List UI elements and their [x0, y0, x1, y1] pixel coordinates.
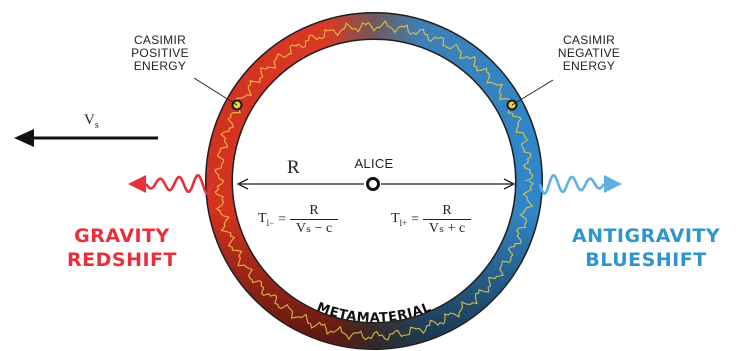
formula-right: Tl+ = R Vₛ + c: [391, 203, 472, 236]
casimir-positive-label: CASIMIR POSITIVE ENERGY: [120, 34, 200, 73]
formula-left-denominator: Vₛ − c: [295, 221, 333, 236]
antigravity-line-2: BLUESHIFT: [585, 249, 707, 271]
alice-label: ALICE: [354, 156, 394, 171]
gravity-line-2: REDSHIFT: [67, 249, 177, 271]
casimir-positive-line-1: CASIMIR: [133, 33, 187, 47]
formula-right-fraction: R Vₛ + c: [423, 203, 472, 236]
formula-left-equals: =: [278, 211, 287, 227]
metamaterial-ring: [205, 12, 543, 350]
casimir-negative-line-3: ENERGY: [562, 59, 616, 73]
velocity-arrow: [14, 129, 158, 147]
velocity-label: Vs: [84, 112, 99, 131]
gravity-redshift-label: GRAVITY REDSHIFT: [32, 224, 212, 272]
blueshift-wave: [538, 174, 622, 195]
formula-left-lhs: Tl−: [258, 211, 275, 228]
formula-left-numerator: R: [309, 203, 319, 218]
casimir-negative-line-2: NEGATIVE: [557, 46, 621, 60]
casimir-positive-line-2: POSITIVE: [131, 46, 189, 60]
formula-left-fraction: R Vₛ − c: [290, 203, 339, 236]
redshift-wave: [128, 174, 214, 195]
gravity-line-1: GRAVITY: [74, 225, 170, 247]
formula-left: Tl− = R Vₛ − c: [258, 203, 339, 236]
radius-arrow: [236, 178, 516, 190]
formula-right-lhs: Tl+: [391, 211, 408, 228]
antigravity-line-1: ANTIGRAVITY: [571, 225, 721, 247]
casimir-negative-pointer: [511, 79, 554, 106]
formula-right-numerator: R: [442, 203, 452, 218]
formula-right-denominator: Vₛ + c: [428, 221, 466, 236]
casimir-positive-pointer: [193, 77, 238, 106]
casimir-negative-line-1: CASIMIR: [562, 33, 616, 47]
casimir-negative-label: CASIMIR NEGATIVE ENERGY: [549, 34, 629, 73]
velocity-subscript: s: [94, 120, 99, 131]
radius-label: R: [287, 157, 300, 178]
alice-marker: [366, 177, 380, 191]
formula-right-equals: =: [411, 211, 420, 227]
velocity-symbol: V: [84, 112, 95, 128]
ring-squiggle: [214, 19, 535, 341]
casimir-positive-line-3: ENERGY: [133, 59, 187, 73]
antigravity-blueshift-label: ANTIGRAVITY BLUESHIFT: [556, 224, 736, 272]
